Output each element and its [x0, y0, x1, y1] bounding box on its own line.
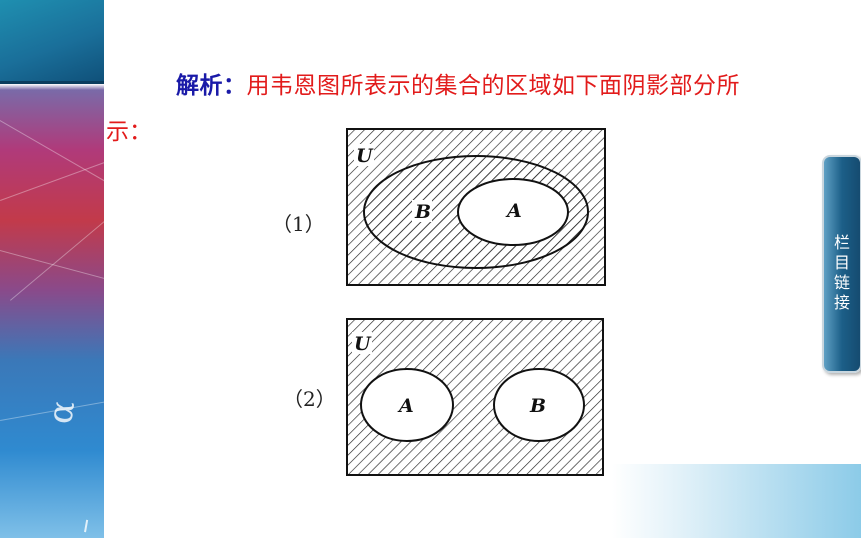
- nav-label-char: 链: [833, 273, 850, 292]
- figure-1-number: （1）: [272, 212, 325, 236]
- nav-label-char: 栏: [833, 233, 850, 252]
- footer-decor-bar: [612, 464, 861, 538]
- nav-label-char: 目: [833, 253, 850, 272]
- universe-label-2: U: [354, 333, 372, 355]
- set-a-label-2: A: [397, 395, 414, 417]
- set-a-ellipse-2: [360, 368, 454, 442]
- universe-label-1: U: [356, 145, 374, 167]
- analysis-text: 解析：用韦恩图所表示的集合的区域如下面阴影部分所: [176, 66, 740, 100]
- venn-diagram-1: U B A: [346, 128, 606, 286]
- set-b-label-1: B: [414, 201, 431, 223]
- analysis-body: 用韦恩图所表示的集合的区域如下面阴影部分所: [246, 73, 740, 99]
- analysis-label: 解析：: [176, 73, 247, 99]
- section-link-button[interactable]: 栏目链接: [822, 155, 861, 373]
- header-decor-square: [0, 0, 104, 84]
- set-b-ellipse-2: [493, 368, 585, 442]
- nav-label-char: 接: [833, 293, 850, 312]
- set-b-label-2: B: [529, 395, 546, 417]
- figure-2-number: （2）: [283, 387, 336, 411]
- decor-alpha: α: [40, 397, 84, 427]
- nav-char: 栏目链接: [824, 233, 860, 313]
- set-a-ellipse-1: [457, 178, 569, 246]
- decorative-side-panel: α – sec: [0, 0, 104, 538]
- set-a-label-1: A: [505, 200, 522, 222]
- decor-sec: – sec: [66, 486, 104, 538]
- analysis-continuation: 示：: [106, 119, 152, 145]
- venn-diagram-2: U A B: [346, 318, 604, 476]
- section-link-label: 栏目链接: [824, 233, 860, 313]
